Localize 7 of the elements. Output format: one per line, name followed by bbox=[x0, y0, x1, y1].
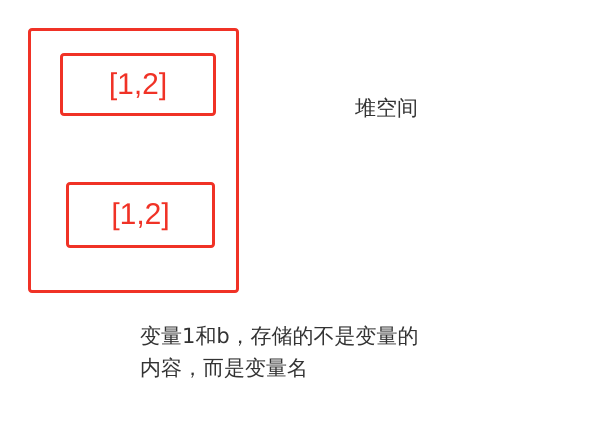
value-text: [1,2] bbox=[108, 68, 168, 102]
container-box bbox=[28, 28, 239, 293]
value-box bbox=[66, 182, 215, 248]
heap-label: 堆空间 bbox=[355, 95, 419, 122]
value-text: [1,2] bbox=[110, 198, 171, 232]
value-box bbox=[60, 53, 216, 116]
note-text: 变量1和b，存储的不是变量的内容，而是变量名 bbox=[140, 323, 420, 382]
